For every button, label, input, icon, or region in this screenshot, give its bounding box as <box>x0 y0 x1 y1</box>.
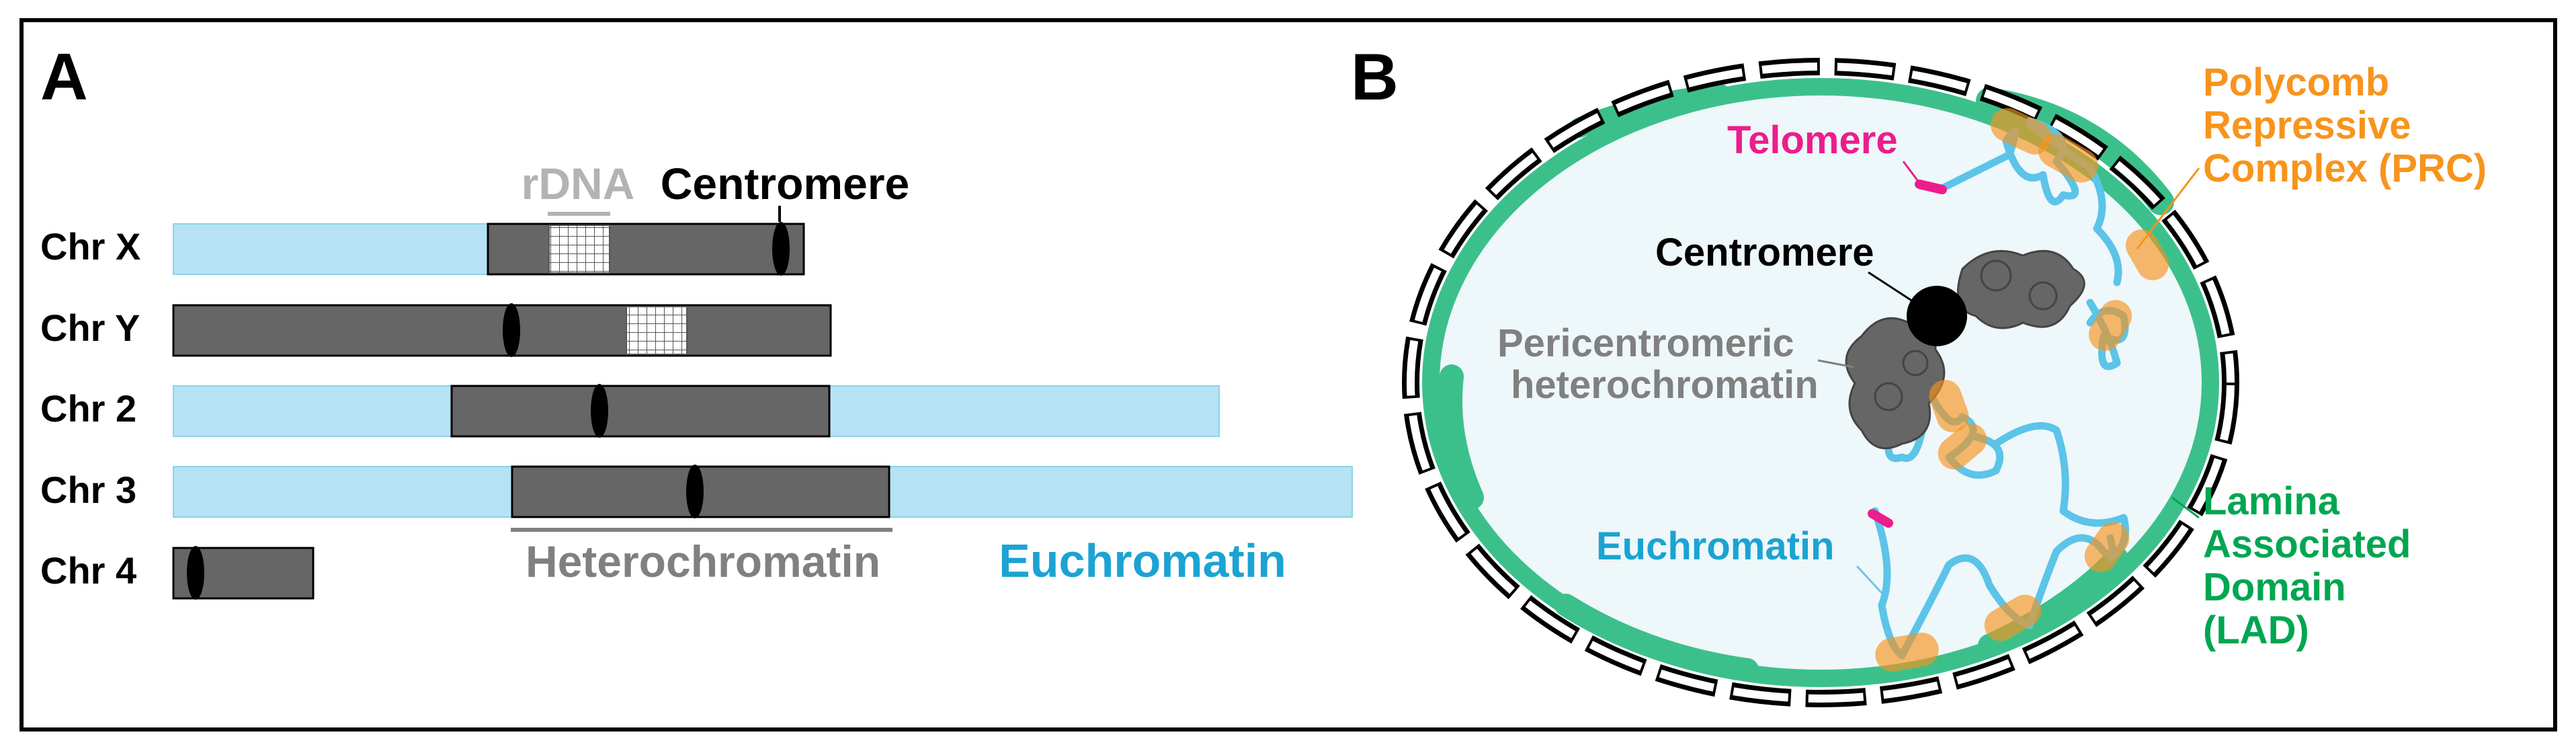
heterochromatin-segment <box>487 223 805 276</box>
lad-patch <box>1438 364 1484 510</box>
telomere-label: Telomere <box>1727 118 1898 162</box>
pericentromeric-heterochromatin <box>1845 249 2085 450</box>
centromere-mark <box>503 303 520 357</box>
centromere-label-b: Centromere <box>1655 231 1874 274</box>
panel-a: A Chr X Chr Y Chr 2 Chr 3 Chr 4 <box>40 40 1353 600</box>
prc-leader <box>2136 167 2200 249</box>
centromere-mark <box>591 384 608 438</box>
rdna-block <box>548 225 610 274</box>
nuclear-envelope-inner <box>1407 63 2235 703</box>
prc-line-3: Complex (PRC) <box>2203 147 2487 190</box>
rdna-block <box>626 306 688 355</box>
chromosome-label-2: Chr 2 <box>40 387 136 430</box>
centromere-mark <box>686 465 704 518</box>
chromosome-label-4: Chr 4 <box>40 549 136 592</box>
prc-label: Polycomb Repressive Complex (PRC) <box>2203 61 2487 190</box>
chromosome-3 <box>173 465 1353 518</box>
prc-complexes <box>1875 108 2169 672</box>
heterochromatin-segment <box>450 385 831 438</box>
centromere-mark <box>187 546 204 600</box>
centromere-mark <box>772 222 790 276</box>
euchromatin-segment <box>173 223 490 275</box>
lad-label: Lamina Associated Domain (LAD) <box>2203 479 2422 652</box>
chromosome-4 <box>172 546 315 600</box>
chromosome-x <box>173 222 805 276</box>
centromere-ball <box>1907 286 1967 346</box>
nucleus <box>1422 78 2219 687</box>
panel-b: B <box>1351 40 2487 707</box>
pericentromeric-line-2: heterochromatin <box>1511 363 1819 407</box>
pericentromeric-label: Pericentromeric heterochromatin <box>1497 321 1819 407</box>
euchromatin-label-b: Euchromatin <box>1596 524 1835 568</box>
chromosome-2 <box>173 384 1220 438</box>
chromosome-label-3: Chr 3 <box>40 469 136 511</box>
chromosome-label-x: Chr X <box>40 225 140 268</box>
telomere-mark <box>1868 509 1893 528</box>
heterochromatin-segment <box>172 304 832 357</box>
panel-b-label: B <box>1351 40 1399 114</box>
prc-line-2: Repressive <box>2203 104 2411 147</box>
chromosome-label-y: Chr Y <box>40 307 140 349</box>
euchromatin-label: Euchromatin <box>999 535 1286 587</box>
heterochromatin-label: Heterochromatin <box>526 537 880 586</box>
rdna-label: rDNA <box>522 159 635 208</box>
lad-line-3: Domain <box>2203 565 2346 609</box>
lad-line-2: Associated <box>2203 522 2411 566</box>
centromere-leader-b <box>1868 271 1913 303</box>
lad-line-1: Lamina <box>2203 479 2340 523</box>
telomere-leader <box>1902 161 1921 184</box>
lad-patch <box>1554 594 1759 681</box>
prc-line-1: Polycomb <box>2203 61 2389 104</box>
telomere-mark <box>1915 180 1947 194</box>
chromosome-y <box>172 303 832 357</box>
lad-line-4: (LAD) <box>2203 608 2309 652</box>
lad-leader <box>2171 496 2200 519</box>
panel-a-label: A <box>40 40 88 114</box>
euchromatin-leader <box>1856 565 1883 594</box>
pericentromeric-leader <box>1817 359 1854 368</box>
pericentromeric-line-1: Pericentromeric <box>1497 321 1794 365</box>
centromere-label: Centromere <box>661 159 909 208</box>
